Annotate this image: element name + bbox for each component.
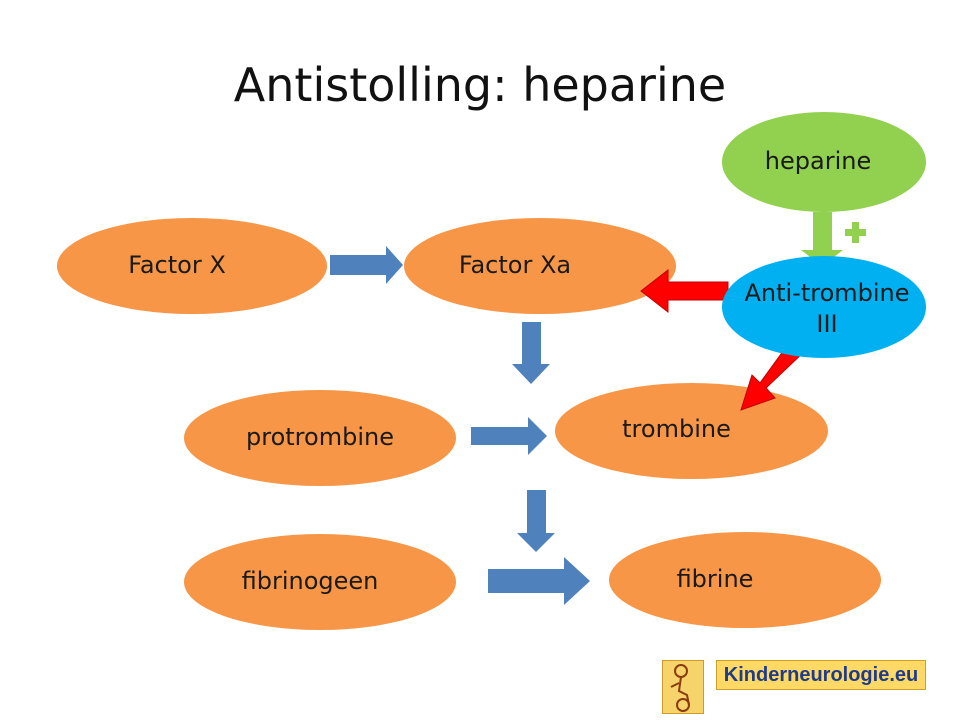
node-protrombine: protrombine <box>184 390 456 486</box>
node-antitrombine-line1: Anti-trombine <box>744 278 910 307</box>
node-fibrinogeen-label: fibrinogeen <box>241 567 379 596</box>
node-heparine: heparine <box>722 112 926 212</box>
node-factor-x-label: Factor X <box>128 251 226 280</box>
node-antitrombine-line2: III <box>816 310 838 338</box>
node-fibrine-label: fibrine <box>676 565 754 594</box>
brand-label: Kinderneurologie.eu <box>716 660 926 690</box>
node-fibrine: fibrine <box>609 532 881 628</box>
node-heparine-label: heparine <box>764 147 872 176</box>
arrow-protrombine-to-trombine <box>471 417 547 455</box>
node-factor-xa: Factor Xa <box>404 218 676 314</box>
kinderneurologie-logo-icon <box>662 660 704 714</box>
node-fibrinogeen: fibrinogeen <box>184 534 456 630</box>
slide-title: Antistolling: heparine <box>233 58 727 112</box>
arrow-factor-xa-to-trombine <box>512 322 550 384</box>
arrow-factor-x-to-factor-xa <box>330 246 403 284</box>
node-protrombine-label: protrombine <box>246 423 394 452</box>
arrow-fibrinogeen-to-fibrine <box>488 557 590 605</box>
arrow-trombine-to-fibrine <box>517 490 555 552</box>
arrow-heparine-to-antitrombine <box>801 212 843 266</box>
arrow-antitrombine-inhibits-factor-xa <box>640 268 729 314</box>
node-factor-x: Factor X <box>57 218 327 314</box>
node-trombine-label: trombine <box>622 415 731 444</box>
node-antitrombine-iii: Anti-trombine III <box>722 256 926 358</box>
node-factor-xa-label: Factor Xa <box>458 251 572 280</box>
node-trombine: trombine <box>555 383 828 479</box>
